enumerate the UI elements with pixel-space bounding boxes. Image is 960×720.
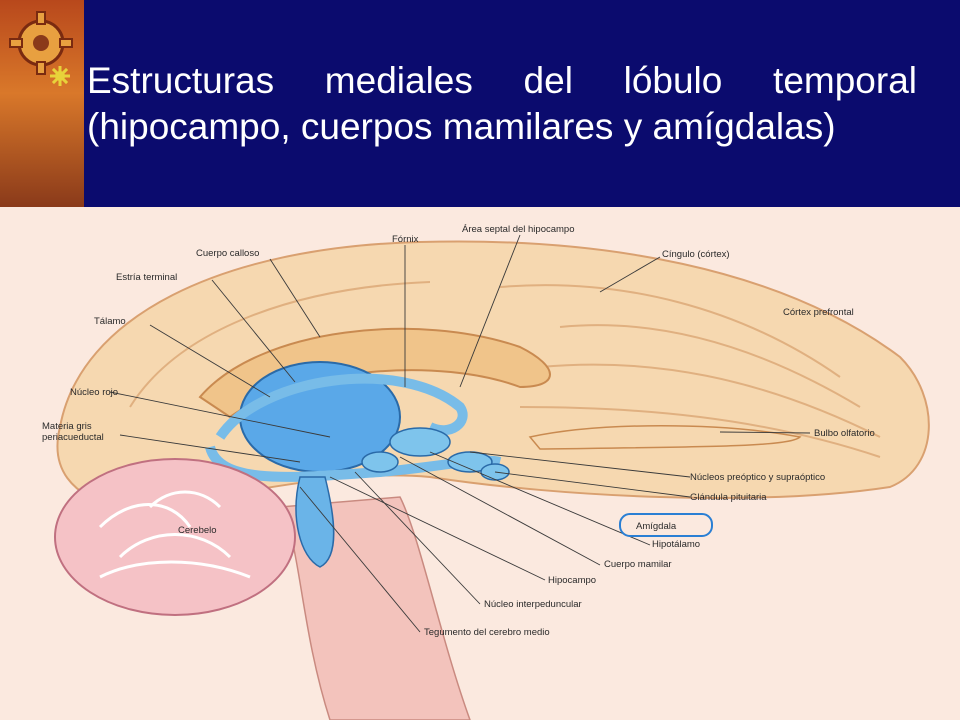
label-nucleo-rojo: Núcleo rojo — [70, 387, 118, 398]
label-cerebelo: Cerebelo — [178, 525, 217, 536]
bullet-icon — [50, 66, 70, 86]
label-cuerpo-mamilar: Cuerpo mamilar — [604, 559, 672, 570]
bullet-text: Estructuras mediales del lóbulo temporal… — [87, 60, 917, 147]
decorative-strip — [0, 0, 84, 207]
label-bulbo-olfatorio: Bulbo olfatorio — [814, 428, 875, 439]
label-estria-terminal: Estría terminal — [116, 272, 177, 283]
label-area-septal: Área septal del hipocampo — [462, 224, 575, 235]
label-nucleos-preoptico: Núcleos preóptico y supraóptico — [690, 472, 825, 483]
label-glandula-pituitaria: Glándula pituitaria — [690, 492, 767, 503]
label-periacueductal: periacueductal — [42, 432, 104, 443]
amigdala-highlight — [619, 513, 713, 537]
label-nucleo-interpeduncular: Núcleo interpeduncular — [484, 599, 582, 610]
label-hipotalamo: Hipotálamo — [652, 539, 700, 550]
label-amigdala: Amígdala — [636, 521, 677, 532]
label-cingulo: Cíngulo (córtex) — [662, 249, 730, 260]
label-cuerpo-calloso: Cuerpo calloso — [196, 248, 259, 259]
label-hipocampo: Hipocampo — [548, 575, 596, 586]
label-tegumento: Tegumento del cerebro medio — [424, 627, 550, 638]
brain-diagram: Fórnix Área septal del hipocampo Cuerpo … — [0, 207, 960, 720]
label-cortex-prefrontal: Córtex prefrontal — [783, 307, 854, 318]
label-talamo: Tálamo — [94, 316, 126, 327]
label-materia-gris: Materia gris — [42, 421, 92, 432]
gear-icon — [9, 11, 73, 75]
slide-header: Estructuras mediales del lóbulo temporal… — [0, 0, 960, 207]
label-fornix: Fórnix — [392, 234, 419, 245]
